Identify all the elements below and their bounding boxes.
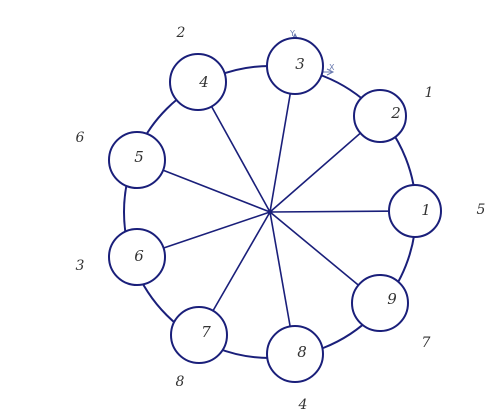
node-1: 1	[388, 184, 442, 238]
outer-label-node-9: 7	[422, 335, 431, 351]
node-label: 4	[198, 73, 209, 91]
node-label: 9	[387, 290, 397, 308]
node-label: 7	[201, 323, 211, 341]
node-3: 3	[266, 37, 324, 95]
node-8: 8	[266, 325, 324, 383]
node-circle	[266, 37, 324, 95]
node-label: 8	[297, 343, 307, 361]
outer-labels: 5 1 2 6 3 8 4 7	[76, 25, 486, 413]
node-circle	[266, 325, 324, 383]
node-label: 2	[390, 104, 401, 122]
node-2: 2	[353, 89, 407, 143]
node-circle	[353, 89, 407, 143]
outer-label-node-6: 3	[76, 258, 85, 274]
outer-label-node-8: 4	[298, 397, 308, 413]
y-axis-label: Y	[289, 29, 295, 38]
node-circle	[388, 184, 442, 238]
node-circle	[170, 306, 228, 364]
node-7: 7	[170, 306, 228, 364]
node-label: 1	[421, 201, 431, 219]
node-label: 5	[134, 148, 144, 166]
outer-label-node-7: 8	[176, 374, 185, 390]
node-6: 6	[108, 228, 166, 286]
outer-label-node-4: 2	[176, 25, 186, 41]
node-9: 9	[351, 274, 409, 332]
node-label: 3	[295, 55, 305, 73]
outer-label-node-5: 6	[76, 130, 85, 146]
node-label: 6	[134, 247, 144, 265]
node-4: 4	[169, 53, 227, 111]
outer-label-node-2: 1	[425, 85, 434, 101]
node-circle	[169, 53, 227, 111]
node-circle	[108, 228, 166, 286]
node-circle	[351, 274, 409, 332]
x-axis-label: X	[329, 63, 335, 72]
hub-point	[267, 209, 273, 215]
node-circle	[108, 131, 166, 189]
node-5: 5	[108, 131, 166, 189]
outer-label-node-1: 5	[477, 202, 486, 218]
